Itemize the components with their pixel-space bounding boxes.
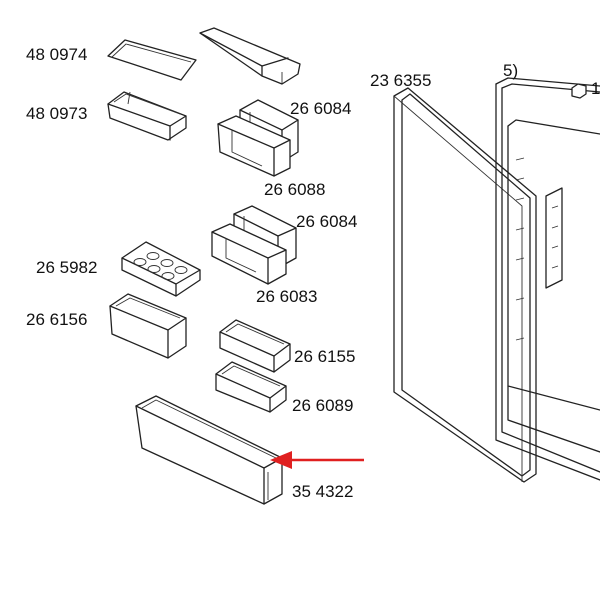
part-266155-bin bbox=[219, 319, 291, 373]
part-354322-bottle-shelf bbox=[135, 395, 283, 505]
highlight-arrow bbox=[270, 451, 364, 469]
label-266084-top: 26 6084 bbox=[290, 99, 352, 118]
label-266088: 26 6088 bbox=[264, 180, 326, 199]
part-480973-box bbox=[107, 91, 187, 141]
label-236355: 23 6355 bbox=[370, 71, 432, 90]
part-top-long-shelf bbox=[199, 27, 301, 85]
part-266089-bin bbox=[215, 361, 287, 413]
label-1: 1 bbox=[591, 79, 600, 98]
part-480974-shelf bbox=[107, 39, 197, 81]
label-480973: 48 0973 bbox=[26, 104, 88, 123]
part-265982-egg-tray bbox=[121, 241, 201, 297]
part-236355-door-gasket bbox=[393, 87, 537, 483]
label-480974: 48 0974 bbox=[26, 45, 88, 64]
part-266088-frame bbox=[217, 115, 291, 177]
label-266084-middle: 26 6084 bbox=[296, 212, 358, 231]
label-354322: 35 4322 bbox=[292, 482, 354, 501]
label-266156: 26 6156 bbox=[26, 310, 88, 329]
label-5: 5) bbox=[503, 61, 519, 80]
label-266083: 26 6083 bbox=[256, 287, 318, 306]
label-266155: 26 6155 bbox=[294, 347, 356, 366]
label-266089: 26 6089 bbox=[292, 396, 354, 415]
part-5-door-assembly bbox=[495, 77, 600, 481]
label-265982: 26 5982 bbox=[36, 258, 98, 277]
part-266156-bin bbox=[109, 293, 187, 359]
part-266083-frame bbox=[211, 223, 287, 285]
